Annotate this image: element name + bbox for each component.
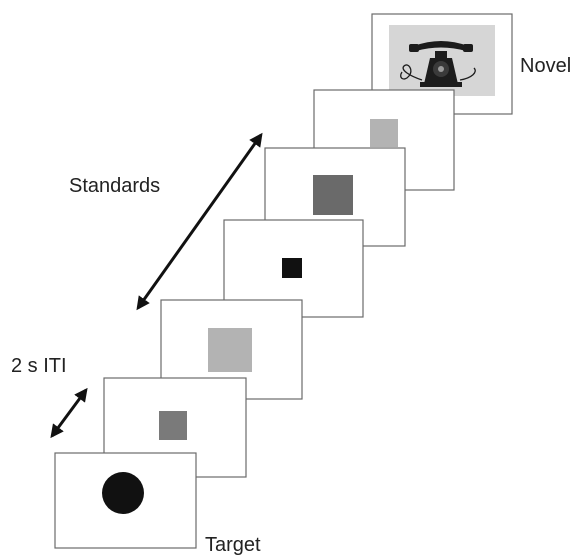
standards-double-arrow [136, 132, 263, 311]
target-frame [54, 452, 197, 549]
dark-gray-square-stimulus [313, 175, 353, 215]
novel-frame [371, 13, 513, 115]
small-black-square-stimulus [282, 258, 302, 278]
target-label: Target [205, 534, 261, 556]
telephone-icon [400, 41, 476, 87]
novel-label: Novel [520, 55, 571, 77]
black-circle-target-stimulus [102, 472, 144, 514]
iti-label: 2 s ITI [11, 355, 67, 377]
medium-gray-square-stimulus [159, 411, 187, 440]
light-gray-square-stimulus [370, 119, 398, 147]
large-light-gray-square-stimulus [208, 328, 252, 372]
standards-label: Standards [69, 175, 160, 197]
iti-double-arrow [50, 387, 88, 439]
